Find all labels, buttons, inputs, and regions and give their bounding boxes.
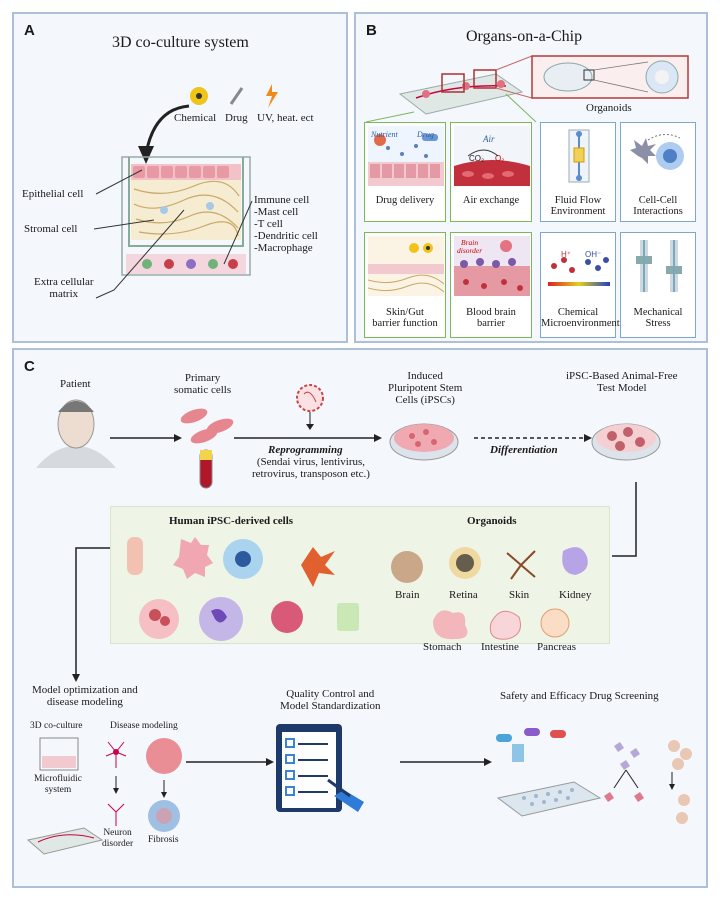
panel-a-title: 3D co-culture system <box>112 34 249 51</box>
organoid-skin: Skin <box>509 589 530 601</box>
human-cells-title: Human iPSC-derived cells <box>169 515 294 527</box>
tile-air-exchange: Air CO₂ O₂ Air exchange <box>450 122 532 222</box>
panel-b: B Organs-on-a-Chip Organoids Nu <box>354 12 708 343</box>
label-stromal-cell: Stromal cell <box>24 223 78 235</box>
inset-label-nutrient: Nutrient <box>371 130 398 139</box>
blood-brain-thumb <box>454 236 530 296</box>
organoid-kidney: Kidney <box>559 589 592 601</box>
label-reprogramming: Reprogramming <box>268 444 343 456</box>
panel-a: A 3D co-culture system <box>12 12 348 343</box>
organoid-pancreas: Pancreas <box>537 641 577 653</box>
inset-label-h-plus: H⁺ <box>561 250 571 259</box>
tile-caption: Air exchange <box>462 195 520 206</box>
panel-c-letter: C <box>24 358 35 375</box>
label-3d-coculture: 3D co-culture <box>30 721 83 731</box>
panel-c: C <box>12 348 708 888</box>
chemical-micro-thumb <box>544 236 614 296</box>
skin-gut-thumb <box>368 236 444 296</box>
inset-label-oh-minus: OH⁻ <box>585 250 602 259</box>
label-fibrosis: Fibrosis <box>148 835 179 845</box>
label-disease-modeling: Disease modeling <box>110 721 178 731</box>
inset-label-air: Air <box>483 134 495 144</box>
organoid-intestine: Intestine <box>481 641 519 653</box>
label-epithelial-cell: Epithelial cell <box>22 188 84 200</box>
stressor-uv-heat: UV, heat. ect <box>257 112 314 124</box>
stressor-drug: Drug <box>225 112 248 124</box>
organoids-label: Organoids <box>586 102 632 114</box>
panel-b-title: Organs-on-a-Chip <box>466 28 583 45</box>
stressor-chemical: Chemical <box>174 112 217 124</box>
mechanical-stress-thumb <box>624 236 694 296</box>
label-reprogramming-methods: (Sendai virus, lentivirus,retrovirus, tr… <box>252 456 370 480</box>
cell-cell-thumb <box>624 126 694 186</box>
organoid-stomach: Stomach <box>423 641 462 653</box>
label-immune-cells: Immune cell-Mast cell -T cell-Dendritic … <box>254 194 318 254</box>
drug-delivery-thumb <box>368 126 444 186</box>
label-patient: Patient <box>60 378 91 390</box>
inset-label-drug: Drug <box>417 130 434 139</box>
organoid-brain: Brain <box>395 589 420 601</box>
coculture-illustration <box>93 84 278 299</box>
organoids-title: Organoids <box>467 515 517 527</box>
organ-chip-illustration <box>365 55 689 123</box>
panel-b-letter: B <box>366 22 377 39</box>
label-differentiation: Differentiation <box>490 444 558 456</box>
inset-label-co2: CO₂ <box>469 154 485 163</box>
label-drug-screening: Safety and Efficacy Drug Screening <box>500 690 659 702</box>
fluid-flow-thumb <box>544 126 614 186</box>
organoid-retina: Retina <box>449 589 478 601</box>
derived-cells-illustration <box>127 537 588 641</box>
ipsc-derived-box: Human iPSC-derived cells Organoids Brain… <box>110 506 610 653</box>
tile-caption: Drug delivery <box>375 195 435 206</box>
air-exchange-thumb <box>454 126 530 186</box>
tile-drug-delivery: Nutrient Drug Drug delivery <box>364 122 446 222</box>
panel-a-letter: A <box>24 22 35 39</box>
workflow-illustration <box>26 384 692 855</box>
inset-label-o2: O₂ <box>495 154 505 163</box>
